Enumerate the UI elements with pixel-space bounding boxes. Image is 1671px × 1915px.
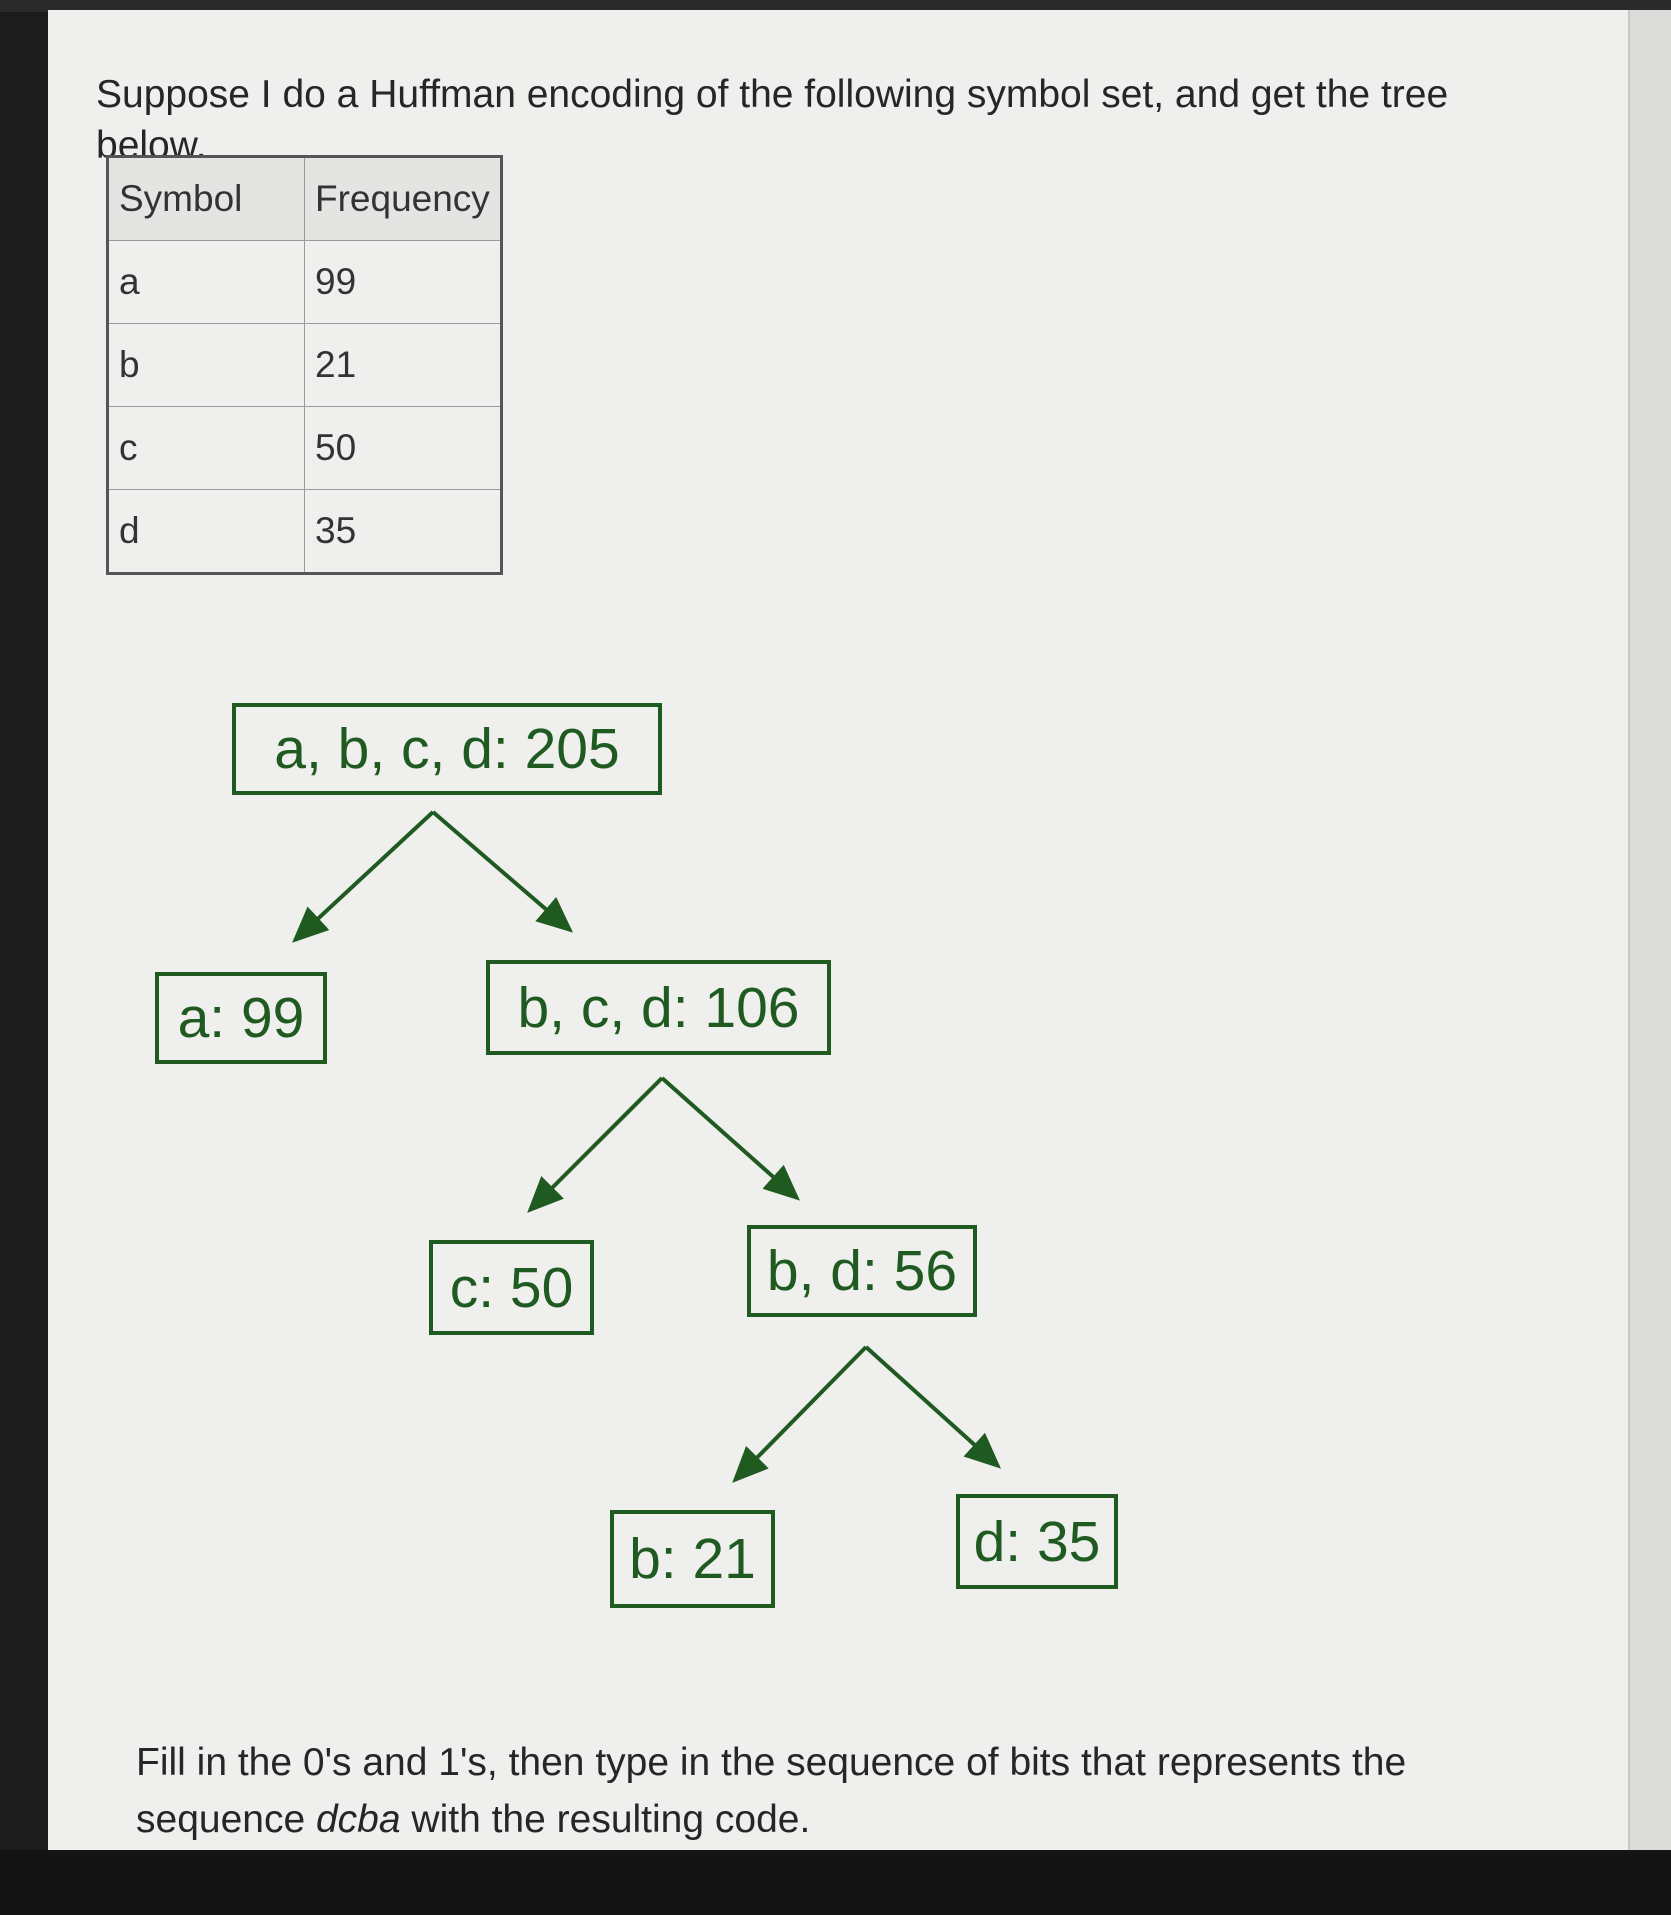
symbol-cell: a (107, 240, 305, 324)
edge-bd-to-d (864, 1345, 1001, 1469)
edge-bcd-to-bd (660, 1076, 800, 1201)
frequency-cell: 50 (304, 406, 502, 490)
tree-node-bd: b, d: 56 (747, 1225, 977, 1317)
instructions-text-end: with the resulting code. (411, 1797, 811, 1841)
table-row: a 99 (107, 240, 502, 324)
tree-node-root: a, b, c, d: 205 (232, 703, 662, 795)
top-bar (0, 0, 1671, 12)
table-row: c 50 (107, 406, 502, 490)
edge-root-to-bcd (431, 810, 574, 933)
instructions: Fill in the 0's and 1's, then type in th… (136, 1735, 1536, 1848)
symbol-cell: b (107, 323, 305, 407)
table-row: b 21 (107, 323, 502, 407)
tree-node-a: a: 99 (155, 972, 327, 1064)
table-header-row: Symbol Frequency (107, 156, 502, 241)
header-symbol: Symbol (107, 156, 305, 241)
frequency-cell: 21 (304, 323, 502, 407)
target-sequence: dcba (315, 1797, 401, 1841)
instructions-text: Fill in the 0's and 1's, then type in th… (136, 1741, 1407, 1841)
frequency-cell: 99 (304, 240, 502, 324)
symbol-cell: d (107, 489, 305, 574)
table-row: d 35 (107, 489, 502, 574)
header-frequency: Frequency (304, 156, 502, 241)
edge-bd-to-b (732, 1345, 868, 1483)
tree-node-bcd: b, c, d: 106 (486, 960, 831, 1055)
edge-bcd-to-c (527, 1076, 664, 1213)
tree-node-c: c: 50 (429, 1240, 594, 1335)
tree-node-b: b: 21 (610, 1510, 775, 1608)
frequency-cell: 35 (304, 489, 502, 574)
tree-node-d: d: 35 (956, 1494, 1118, 1589)
bottom-edge (0, 1850, 1671, 1915)
frequency-table: Symbol Frequency a 99 b 21 c 50 d 35 (106, 155, 503, 575)
right-margin (1628, 10, 1671, 1850)
symbol-cell: c (107, 406, 305, 490)
edge-root-to-a (292, 810, 435, 943)
